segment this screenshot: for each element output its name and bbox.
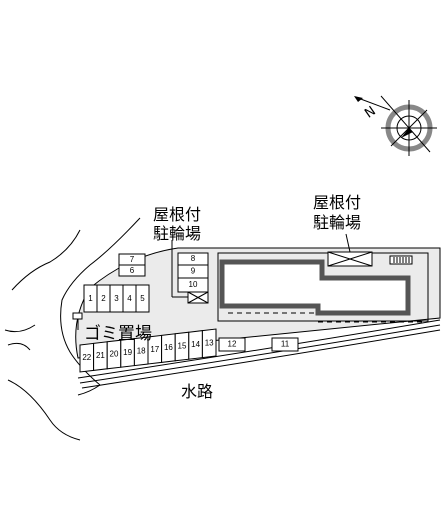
compass-icon: N: [354, 95, 437, 156]
bike-shelter-left-label-2: 駐輪場: [153, 224, 201, 243]
parking-space-label: 11: [281, 340, 290, 349]
parking-group-c: 8 9 10: [177, 252, 209, 293]
parking-space-label: 18: [137, 346, 146, 355]
garbage-label: ゴミ置場: [84, 323, 152, 344]
parking-space: 4: [127, 294, 132, 303]
parking-space: 5: [140, 294, 145, 303]
building-outer: [219, 259, 411, 316]
parking-group-b: 1 2 3 4 5: [83, 284, 150, 313]
parking-space-label: 14: [191, 340, 200, 349]
waterway-channel: [77, 319, 441, 389]
parking-space-label: 19: [123, 348, 132, 357]
bike-shelter-right-label-1: 屋根付: [313, 193, 361, 212]
parking-space-label: 22: [82, 353, 91, 362]
parking-space-label: 13: [205, 338, 214, 347]
parking-space-label: 16: [164, 343, 173, 352]
parking-space: 9: [191, 267, 196, 276]
bike-shelter-right-cross: [327, 251, 373, 267]
parking-space-label: 21: [96, 351, 105, 360]
bike-shelter-left-cross: [187, 291, 209, 304]
parking-space-label: 12: [228, 340, 237, 349]
parking-row-bottom: 22 21 20 19 18 17 16 15 14 13: [79, 328, 217, 373]
parking-space-11: [271, 337, 299, 352]
parking-space-label: 17: [150, 345, 159, 354]
parking-space: 3: [114, 294, 119, 303]
waterway-label: 水路: [181, 382, 213, 401]
parking-space-label: 15: [178, 342, 187, 351]
parking-space: 10: [189, 280, 198, 289]
bike-shelter-left-label-1: 屋根付: [153, 205, 201, 224]
parking-group-a: 7 6: [118, 253, 146, 277]
terrain-lines: [4, 217, 141, 441]
parking-space-12: [218, 337, 246, 352]
parking-space-label: 20: [110, 350, 119, 359]
parking-space: 7: [130, 255, 135, 264]
parking-space: 2: [101, 294, 106, 303]
bike-shelter-right-label-2: 駐輪場: [313, 213, 361, 232]
parking-space: [201, 328, 217, 359]
lot-boundary-right: [217, 252, 429, 322]
parking-space: 1: [88, 294, 93, 303]
parking-space: 8: [191, 254, 196, 263]
vent-icon: [389, 255, 413, 265]
compass-north-label: N: [362, 104, 379, 122]
parking-space: 6: [130, 266, 135, 275]
bike-shelter-right-leader: [345, 233, 351, 253]
garbage-box-icon: [72, 312, 83, 320]
